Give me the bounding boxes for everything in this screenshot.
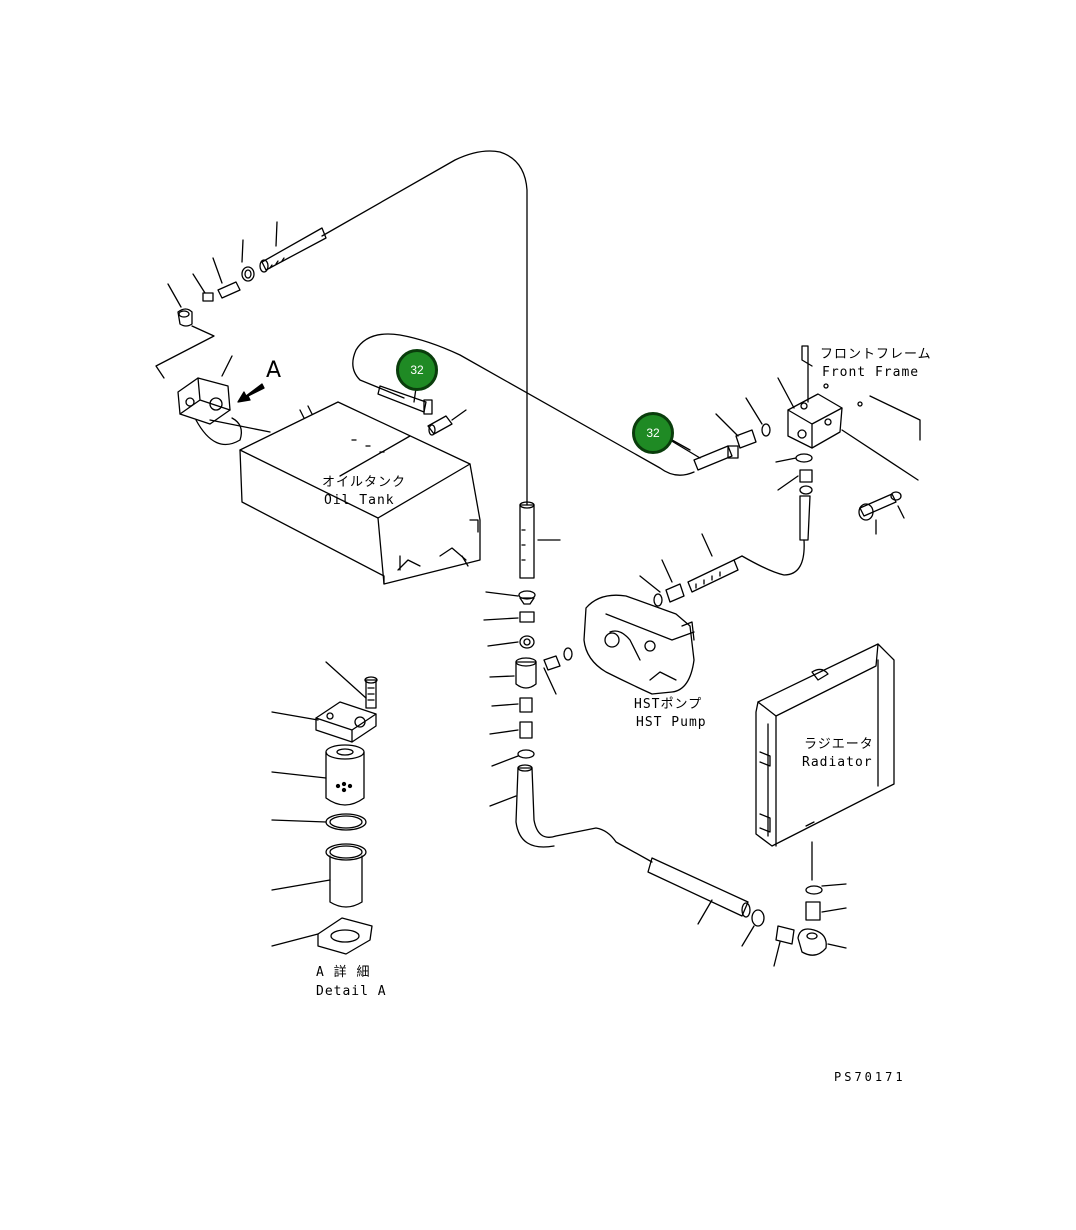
hst-pump <box>544 534 742 694</box>
front-frame-label-en: Front Frame <box>822 365 920 380</box>
detail-a-label-en: Detail A <box>316 984 387 999</box>
hst-pump-label-en: HST Pump <box>636 715 707 730</box>
oil-tank <box>240 402 480 584</box>
front-frame-fittings <box>672 346 920 575</box>
center-hose <box>484 502 764 946</box>
radiator <box>756 644 894 966</box>
callout-32-tank-fitting[interactable]: 32 <box>396 349 438 391</box>
drawing-number: PS70171 <box>834 1070 906 1084</box>
callout-leader <box>670 440 700 458</box>
detail-a-label-jp: A 詳 細 <box>316 965 371 980</box>
upper-return-hose <box>168 151 527 505</box>
radiator-label-en: Radiator <box>802 755 873 770</box>
oil-tank-label-en: Oil Tank <box>324 493 395 508</box>
front-frame-label-jp: フロントフレーム <box>820 347 932 362</box>
hst-pump-label-jp: HSTポンプ <box>634 697 703 712</box>
callout-number: 32 <box>410 363 424 377</box>
view-arrow-letter: A <box>266 358 283 383</box>
detail-a-exploded <box>272 662 377 954</box>
radiator-label-jp: ラジエータ <box>804 737 874 752</box>
callout-32-frame-fitting[interactable]: 32 <box>632 412 674 454</box>
oil-filter-assembly <box>156 326 270 445</box>
tank-to-frame-pipe <box>353 334 694 475</box>
callout-number: 32 <box>646 426 660 440</box>
oil-tank-label-jp: オイルタンク <box>322 475 407 490</box>
